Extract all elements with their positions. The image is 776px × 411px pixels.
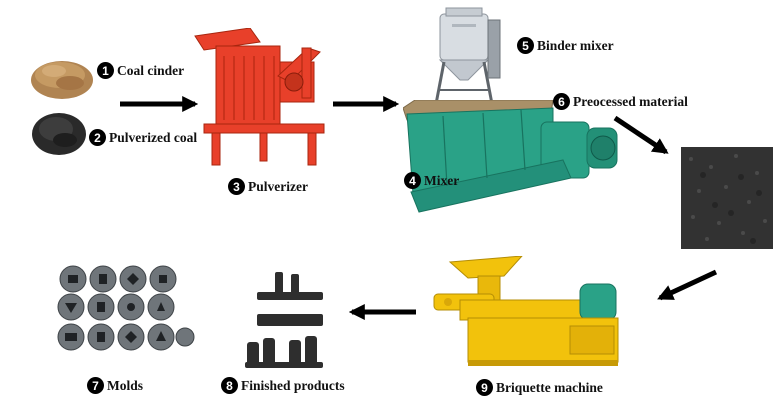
step-number: 1	[97, 62, 114, 79]
coal-cinder-image	[28, 52, 96, 100]
step-text: Pulverizer	[248, 178, 308, 194]
step-text: Molds	[107, 377, 144, 393]
step-text: Finished products	[241, 377, 345, 393]
pulverizer-image	[190, 28, 340, 170]
step-label-processed-material: 6 Preocessed material	[553, 93, 688, 110]
arrow-to-briquette-machine	[657, 269, 718, 301]
step-number: 8	[221, 377, 238, 394]
step-label-pulverizer: 3 Pulverizer	[228, 178, 308, 195]
step-label-molds: 7 Molds	[87, 377, 143, 394]
step-label-binder-mixer: 5 Binder mixer	[517, 37, 614, 54]
step-number: 7	[87, 377, 104, 394]
step-label-mixer: 4 Mixer	[404, 172, 459, 189]
step-text: Briquette machine	[496, 379, 603, 395]
briquette-machine-image	[430, 256, 626, 374]
molds-image	[55, 265, 195, 369]
step-text: Binder mixer	[537, 37, 614, 53]
step-label-finished-products: 8 Finished products	[221, 377, 345, 394]
finished-products-image	[241, 270, 333, 370]
step-number: 4	[404, 172, 421, 189]
step-number: 6	[553, 93, 570, 110]
step-text: Coal cinder	[117, 62, 185, 78]
step-label-coal-cinder: 1 Coal cinder	[97, 62, 184, 79]
step-label-briquette-machine: 9 Briquette machine	[476, 379, 603, 396]
arrow-to-processed-material	[613, 115, 669, 155]
mixer-image	[403, 100, 625, 218]
step-text: Mixer	[424, 172, 460, 188]
step-number: 9	[476, 379, 493, 396]
pulverized-coal-image	[30, 110, 88, 156]
step-number: 2	[89, 129, 106, 146]
step-number: 5	[517, 37, 534, 54]
step-label-pulverized-coal: 2 Pulverized coal	[89, 129, 197, 146]
binder-mixer-image	[432, 6, 506, 106]
step-number: 3	[228, 178, 245, 195]
step-text: Preocessed material	[573, 93, 688, 109]
processed-material-image	[681, 147, 773, 249]
step-text: Pulverized coal	[109, 129, 198, 145]
